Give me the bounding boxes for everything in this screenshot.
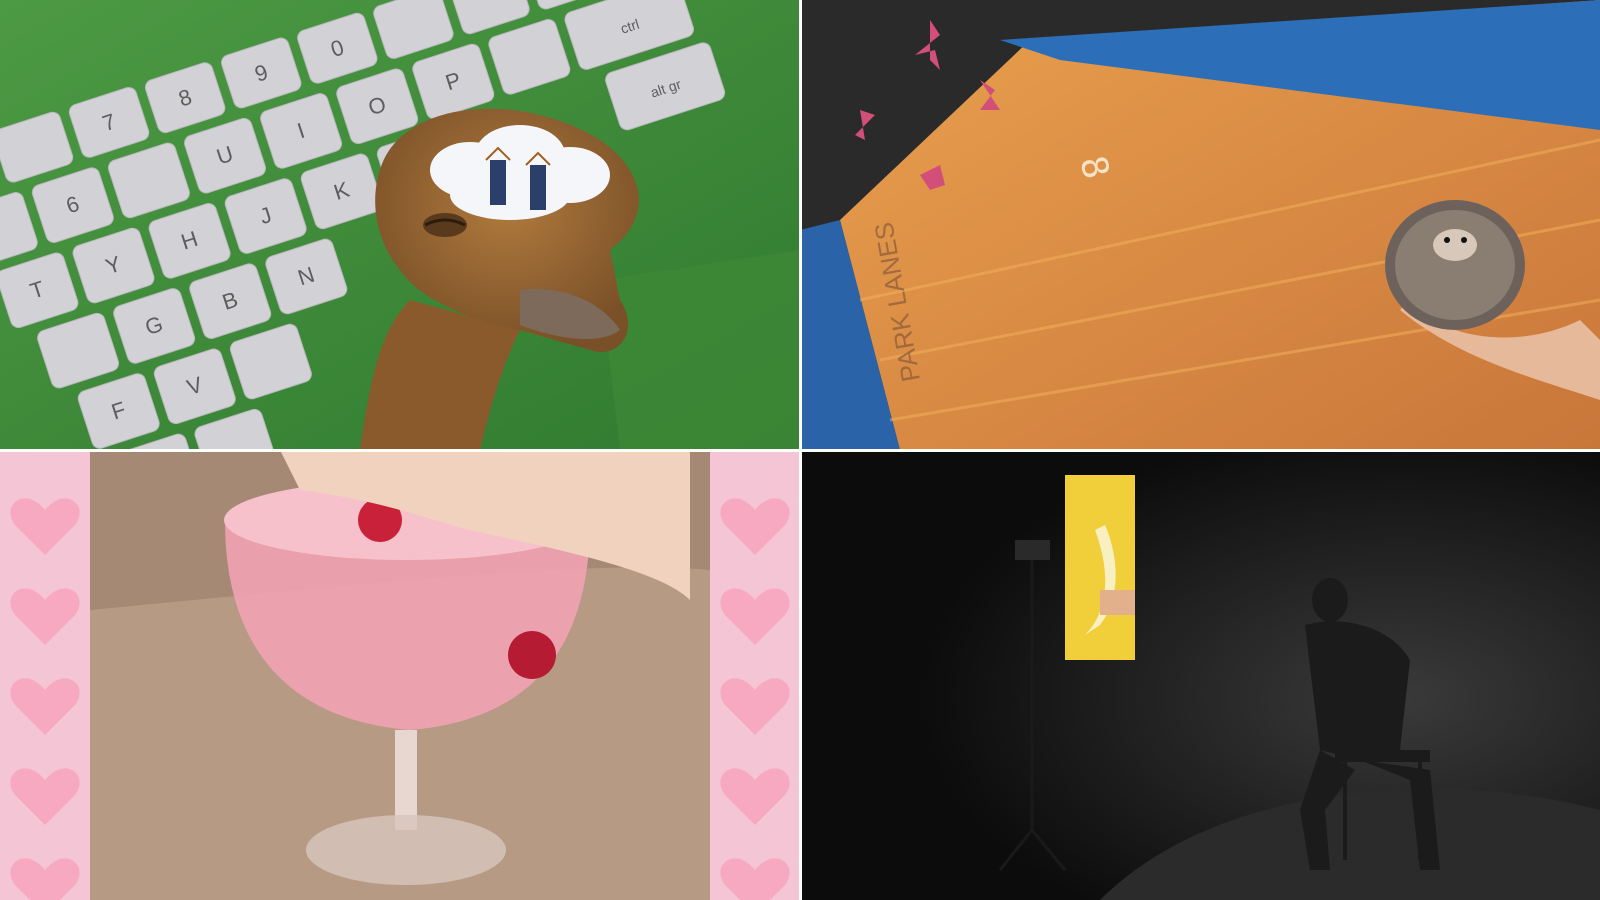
cocktail-hearts-panel <box>0 450 800 900</box>
keyboard-ostrich-panel: 7 8 9 0 6 U I O P T Y H J K G B N <box>0 0 800 450</box>
key-n: N <box>295 262 318 291</box>
studio-image <box>800 450 1600 900</box>
bowling-hedgehog-panel: 8 PARK LANES <box>800 0 1600 450</box>
banana-panel-icon <box>1065 475 1135 660</box>
hedgehog-icon <box>1385 200 1600 400</box>
ostrich-icon <box>360 108 639 450</box>
studio-panel <box>800 450 1600 900</box>
figures-icon <box>855 20 1000 190</box>
seated-man-icon <box>1300 578 1440 870</box>
key-ctrl: ctrl <box>618 16 641 37</box>
key-h: H <box>178 226 201 255</box>
bowling-hedgehog-image: 8 PARK LANES <box>800 0 1600 450</box>
key-u: U <box>213 141 236 170</box>
horizontal-divider <box>0 449 1600 452</box>
cocktail-hearts-image <box>0 450 800 900</box>
keyboard-ostrich-image: 7 8 9 0 6 U I O P T Y H J K G B N <box>0 0 800 450</box>
hearts-icon <box>10 498 790 900</box>
cocktail-glass-icon <box>224 480 590 885</box>
